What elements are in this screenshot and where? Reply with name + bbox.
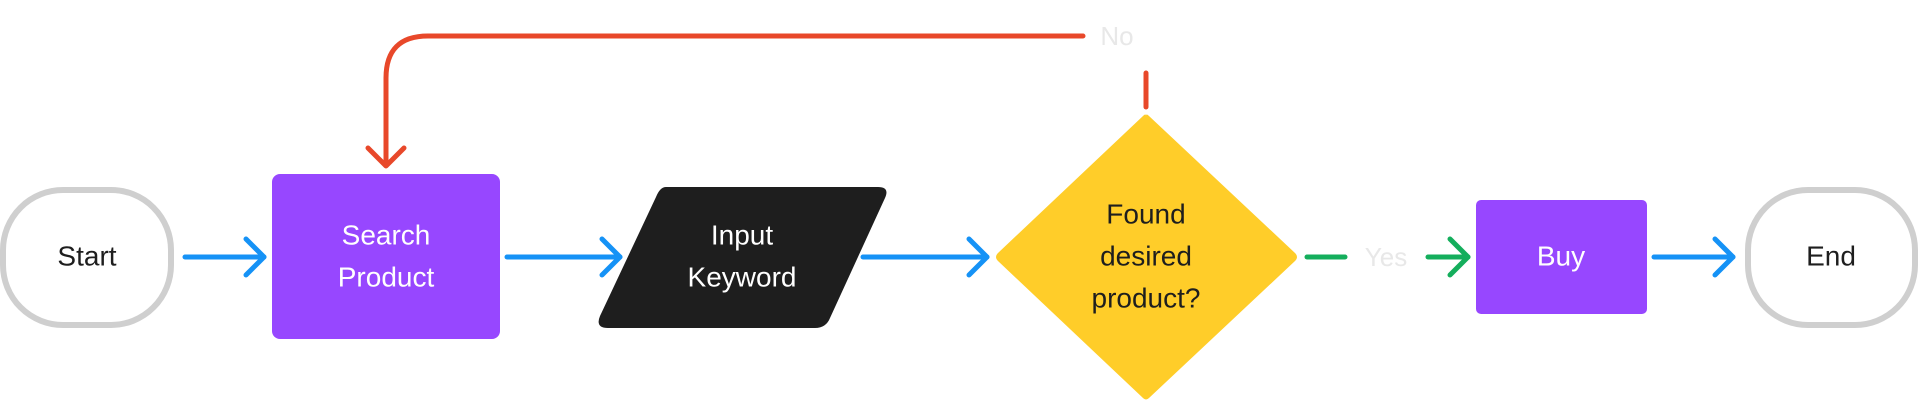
decision-label-line1: Found xyxy=(1106,198,1185,229)
buy-node[interactable]: Buy xyxy=(1476,200,1647,314)
start-node-label: Start xyxy=(57,240,116,271)
decision-label-line3: product? xyxy=(1092,282,1201,313)
search-product-node[interactable]: Search Product xyxy=(272,174,500,339)
arrow-buy-to-end xyxy=(1651,236,1736,278)
arrow-input-to-decision xyxy=(860,236,990,278)
start-node[interactable]: Start xyxy=(0,187,174,328)
input-keyword-label-line2: Keyword xyxy=(688,261,797,292)
arrow-search-to-input xyxy=(504,236,623,278)
buy-node-label: Buy xyxy=(1537,240,1585,271)
search-product-label-line1: Search xyxy=(342,219,431,250)
no-edge: No xyxy=(365,21,1149,169)
yes-edge-label: Yes xyxy=(1365,242,1407,272)
input-keyword-node[interactable]: Input Keyword xyxy=(598,187,887,328)
input-keyword-label-line1: Input xyxy=(711,219,773,250)
end-node-label: End xyxy=(1806,240,1856,271)
yes-edge: Yes xyxy=(1304,236,1471,278)
arrow-start-to-search xyxy=(182,236,267,278)
end-node[interactable]: End xyxy=(1745,187,1918,328)
decision-label-line2: desired xyxy=(1100,240,1192,271)
search-product-label-line2: Product xyxy=(338,261,435,292)
decision-node[interactable]: Found desired product? xyxy=(996,114,1297,400)
no-edge-label: No xyxy=(1100,21,1133,51)
